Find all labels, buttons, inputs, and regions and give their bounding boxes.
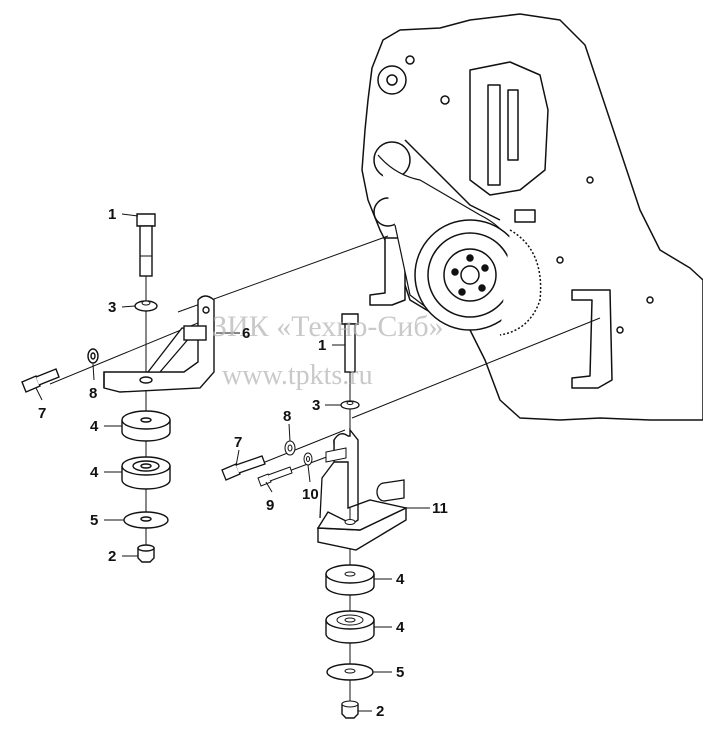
left-washer-3 xyxy=(134,300,158,312)
callout-right-4b: 4 xyxy=(396,619,405,636)
right-cushion-upper xyxy=(325,564,375,596)
accessory-pulley-a-hub xyxy=(386,74,398,86)
engine-block xyxy=(361,13,703,421)
callout-right-3: 3 xyxy=(312,397,320,414)
housing-slot-a xyxy=(487,84,501,186)
engine-right-foot xyxy=(571,289,613,389)
callouts-left: 1 3 6 7 8 4 4 5 2 xyxy=(38,206,250,565)
callout-right-11: 11 xyxy=(432,500,448,517)
right-nut xyxy=(341,700,359,719)
callout-right-10: 10 xyxy=(302,486,319,503)
hub-bolt-5 xyxy=(451,268,459,276)
watermark-company: ЗИК «Техно-Сиб» xyxy=(212,310,444,343)
align-line-right xyxy=(351,317,601,419)
leader-lines xyxy=(35,213,430,712)
left-cushion-upper xyxy=(121,410,171,442)
callout-left-1: 1 xyxy=(108,206,116,223)
right-plate xyxy=(326,663,374,681)
left-nut xyxy=(137,544,155,563)
callout-left-4a: 4 xyxy=(90,418,99,435)
callout-left-7: 7 xyxy=(38,405,46,422)
callout-left-3: 3 xyxy=(108,299,116,316)
damper-gear xyxy=(499,229,542,336)
callouts-right: 1 3 8 7 10 9 11 4 4 5 2 xyxy=(234,337,448,720)
callout-right-5: 5 xyxy=(396,664,404,681)
callout-left-4b: 4 xyxy=(90,464,99,481)
hub-bolt-4 xyxy=(458,288,466,296)
left-plate xyxy=(123,511,169,529)
hub-bolt-3 xyxy=(478,284,486,292)
right-cushion-lower xyxy=(325,610,375,644)
left-cushion-lower xyxy=(121,456,171,490)
right-bracket xyxy=(316,428,409,551)
left-mount-assembly xyxy=(21,213,215,563)
left-bracket xyxy=(103,295,215,393)
callout-left-2: 2 xyxy=(108,548,116,565)
callout-left-5: 5 xyxy=(90,512,98,529)
callout-right-7: 7 xyxy=(234,434,242,451)
belt-run-2 xyxy=(404,139,501,221)
right-washer-8 xyxy=(284,440,296,456)
callout-right-4a: 4 xyxy=(396,571,405,588)
crank-pulley-center xyxy=(460,265,480,285)
right-washer-3 xyxy=(340,400,360,410)
right-washer-10 xyxy=(303,452,313,466)
fastener-4 xyxy=(616,326,624,334)
right-bolt-7 xyxy=(221,455,266,481)
callout-right-8: 8 xyxy=(283,408,291,425)
fastener-3 xyxy=(586,176,594,184)
fastener-6 xyxy=(556,256,564,264)
hub-bolt-1 xyxy=(466,254,474,262)
fastener-1 xyxy=(405,55,415,65)
right-bolt xyxy=(341,313,359,373)
callout-right-9: 9 xyxy=(266,497,274,514)
right-bolt-9 xyxy=(257,466,293,487)
callout-left-8: 8 xyxy=(89,385,97,402)
left-bolt-7 xyxy=(21,368,60,393)
fastener-2 xyxy=(440,95,450,105)
callout-right-1: 1 xyxy=(318,337,326,354)
fastener-5 xyxy=(646,296,654,304)
left-washer-8 xyxy=(87,348,99,364)
right-mount-assembly xyxy=(221,313,409,719)
housing-slot-b xyxy=(507,89,519,161)
sensor-block xyxy=(514,209,536,223)
callout-right-2: 2 xyxy=(376,703,384,720)
left-bolt xyxy=(136,213,156,277)
callout-left-6: 6 xyxy=(242,325,250,342)
watermark-url: www.tpkts.ru xyxy=(222,360,373,391)
hub-bolt-2 xyxy=(481,264,489,272)
